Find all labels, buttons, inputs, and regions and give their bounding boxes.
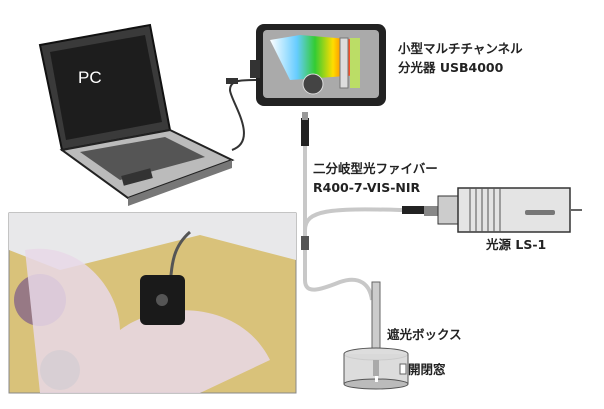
spectrometer-label-line2: 分光器 USB4000 — [398, 60, 504, 75]
usb-cable — [228, 79, 259, 151]
light-source-label: 光源 LS-1 — [486, 237, 547, 252]
dark-box-illustration — [343, 281, 409, 390]
bifurcated-fiber — [301, 112, 424, 301]
usb-plug — [226, 78, 238, 84]
fiber-label-line1: 二分岐型光ファイバー — [313, 161, 438, 176]
light-source-illustration — [424, 187, 582, 233]
dark-box-label: 遮光ボックス — [387, 327, 462, 342]
sample-photo — [8, 212, 297, 394]
spectrometer-illustration — [250, 24, 386, 106]
spectrometer-label-line1: 小型マルチチャンネル — [398, 41, 523, 56]
pc-label: PC — [78, 68, 102, 87]
window-label: 開閉窓 — [408, 362, 446, 377]
laptop-illustration — [38, 23, 235, 206]
fiber-label-line2: R400-7-VIS-NIR — [313, 180, 421, 195]
